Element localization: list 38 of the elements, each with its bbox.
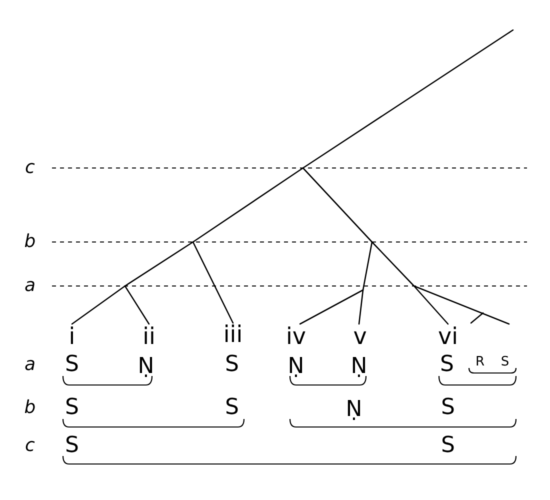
branch-line [362,241,373,291]
branch-line [192,241,234,324]
state-letter: S [65,354,79,376]
branch-line [124,241,194,287]
branch-line [124,285,150,325]
state-letter: S [440,354,454,376]
row-label: a [24,356,36,374]
row-label: c [25,437,35,455]
branch-line [71,285,126,325]
level-label: c [25,159,35,177]
state-letter: S [441,435,455,457]
state-letter: S [500,356,510,368]
state-letter: S [441,397,455,419]
leaf-label: i [68,326,76,349]
branch-line [302,167,373,243]
state-letter: R [475,356,485,368]
branch-line [371,241,415,287]
state-letter: Ṇ [288,356,304,378]
leaf-label: iv [286,326,306,349]
state-letter: S [225,397,239,419]
row-label: b [24,399,36,417]
leaf-label: vi [438,326,458,349]
state-letter: S [65,397,79,419]
state-letter: Ṇ [346,399,362,421]
level-label: b [24,233,36,251]
leaf-label: v [353,326,367,349]
leaf-label: ii [142,326,156,349]
branch-line [302,29,514,169]
state-letter: Ṇ [138,356,154,378]
branch-line [413,285,449,325]
state-letter: Ṇ [350,356,368,378]
leaf-label: iii [223,324,243,347]
branch-line [299,289,364,325]
state-letter: S [225,354,239,376]
state-letter: S [65,435,79,457]
branch-line [358,289,364,325]
branch-line [192,167,304,243]
level-label: a [24,277,36,295]
